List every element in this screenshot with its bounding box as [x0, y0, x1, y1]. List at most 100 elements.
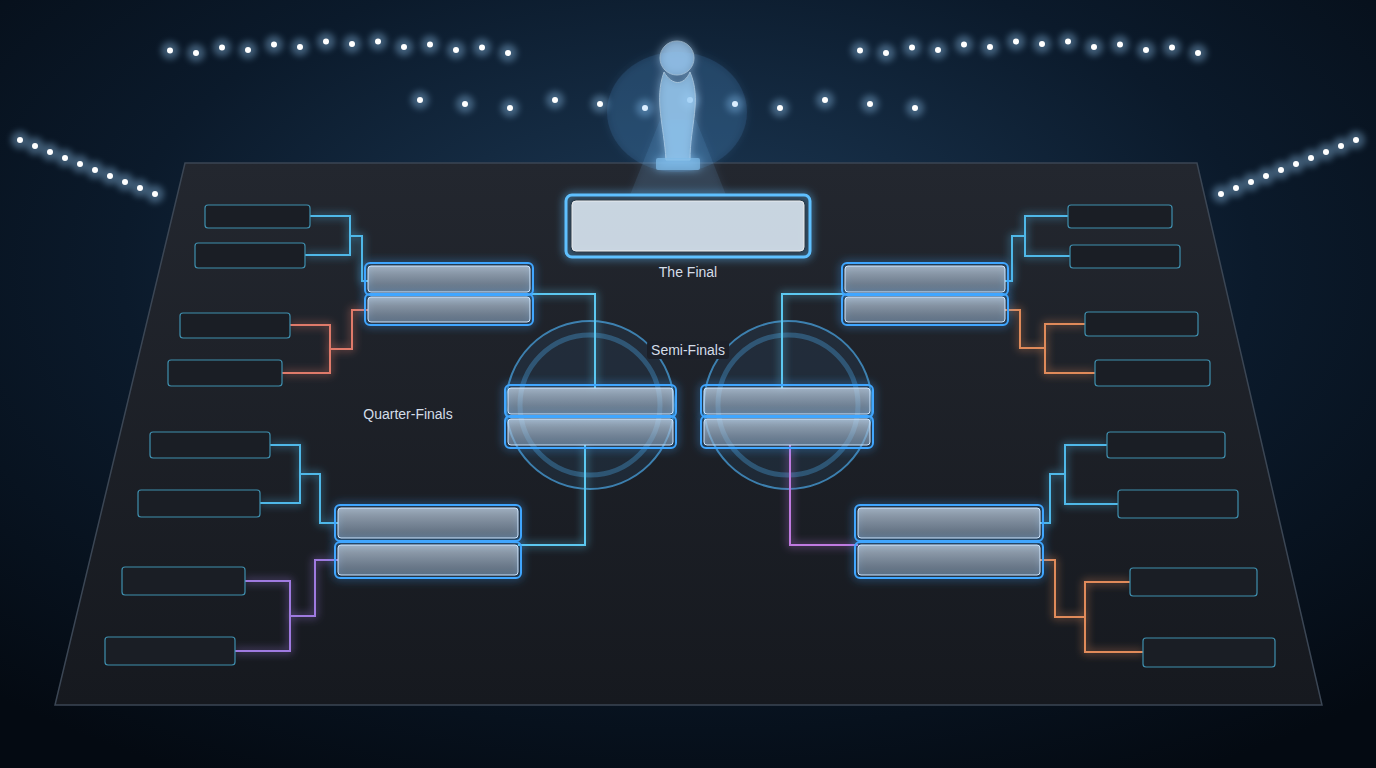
light-halo [456, 95, 474, 113]
bracket-line [790, 445, 858, 545]
light-bulb [1323, 149, 1329, 155]
bracket-line [530, 294, 595, 388]
light-halo [1007, 33, 1025, 51]
light-bulb [1143, 47, 1149, 53]
light-bulb [107, 173, 113, 179]
bracket-line [782, 294, 845, 388]
light-halo [929, 41, 947, 59]
light-bulb [987, 44, 993, 50]
team-slot [180, 313, 290, 338]
light-halo [161, 42, 179, 60]
light-bulb [1233, 185, 1239, 191]
light-halo [771, 99, 789, 117]
trophy-icon [607, 41, 747, 195]
light-bulb [1308, 155, 1314, 161]
light-halo [187, 44, 205, 62]
round-label: The Final [655, 263, 721, 281]
bracket-line [1005, 216, 1070, 281]
light-bulb [1263, 173, 1269, 179]
match-slot-glow [855, 542, 1043, 578]
light-bulb [92, 167, 98, 173]
light-halo [1059, 33, 1077, 51]
light-bulb [1013, 39, 1019, 45]
match-slot-glow [365, 294, 533, 325]
light-bulb [1039, 41, 1045, 47]
light-bulb [462, 101, 468, 107]
round-of-16-slots [105, 205, 1275, 667]
match-slot-glow [701, 416, 873, 448]
light-bulb [1278, 167, 1284, 173]
light-bulb [152, 191, 158, 197]
light-halo [1212, 185, 1230, 203]
light-bulb [32, 143, 38, 149]
light-bulb [1353, 137, 1359, 143]
match-slot [368, 297, 530, 322]
bracket-line [518, 445, 585, 545]
light-bulb [867, 101, 873, 107]
light-halo [906, 99, 924, 117]
match-slot-glow [335, 505, 521, 541]
light-halo [1033, 35, 1051, 53]
team-slot [1068, 205, 1172, 228]
team-slot [1095, 360, 1210, 386]
light-bulb [961, 42, 967, 48]
light-halo [499, 44, 517, 62]
light-bulb [507, 105, 513, 111]
light-halo [1085, 38, 1103, 56]
light-bulb [1065, 39, 1071, 45]
light-halo [395, 38, 413, 56]
light-halo [851, 42, 869, 60]
light-halo [981, 38, 999, 56]
team-slot [195, 243, 305, 268]
light-bulb [122, 179, 128, 185]
light-bulb [245, 47, 251, 53]
light-halo [591, 95, 609, 113]
match-slot-glow [842, 294, 1008, 325]
round-label: Quarter-Finals [359, 405, 456, 423]
light-halo [816, 91, 834, 109]
light-bulb [47, 149, 53, 155]
light-bulb [193, 50, 199, 56]
light-halo [239, 41, 257, 59]
light-bulb [401, 44, 407, 50]
light-bulb [912, 105, 918, 111]
light-halo [369, 33, 387, 51]
bracket-line [305, 216, 368, 281]
team-slot [138, 490, 260, 517]
bracket-line [1005, 310, 1095, 373]
team-slot [1118, 490, 1238, 518]
team-slot [168, 360, 282, 386]
team-slot [1070, 245, 1180, 268]
team-slot [1143, 638, 1275, 667]
semi-final-rings [506, 321, 872, 489]
bracket-lines [235, 216, 1143, 652]
team-slot [105, 637, 235, 665]
match-slot-glow [855, 505, 1043, 541]
light-halo [146, 185, 164, 203]
light-halo [291, 38, 309, 56]
light-bulb [822, 97, 828, 103]
light-bulb [552, 97, 558, 103]
light-bulb [271, 42, 277, 48]
match-slot [845, 297, 1005, 322]
match-slot [338, 508, 518, 538]
match-slot [508, 419, 673, 445]
light-bulb [1195, 50, 1201, 56]
team-slot [122, 567, 245, 595]
match-slot [858, 508, 1040, 538]
match-slot-glow [505, 416, 676, 448]
light-halo [861, 95, 879, 113]
match-slot [704, 388, 870, 414]
light-bulb [167, 48, 173, 54]
light-halo [265, 36, 283, 54]
match-slot [858, 545, 1040, 575]
light-halo [1111, 36, 1129, 54]
light-halo [343, 35, 361, 53]
light-halo [546, 91, 564, 109]
light-bulb [219, 45, 225, 51]
light-bulb [17, 137, 23, 143]
